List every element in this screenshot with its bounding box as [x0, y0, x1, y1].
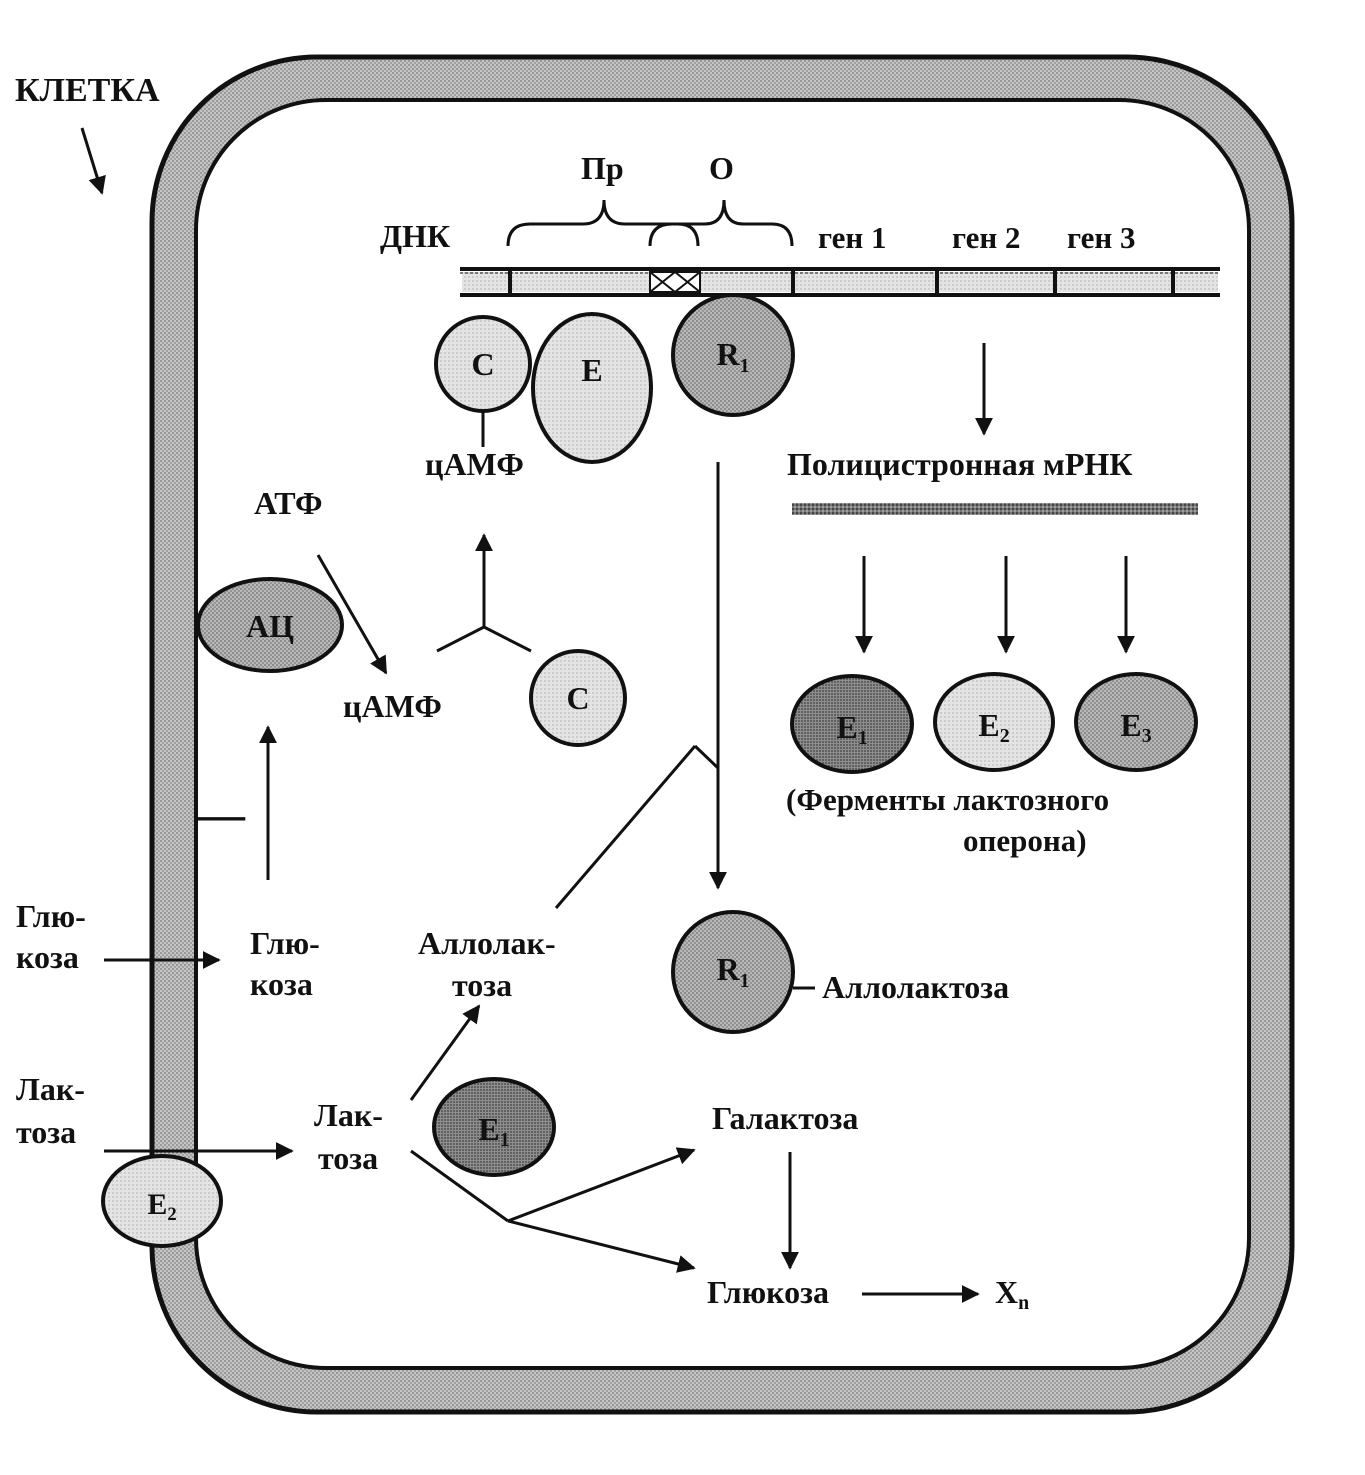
- operator-overlap-region: [649, 271, 701, 293]
- gene3-label: ген 3: [1067, 220, 1136, 255]
- svg-text:E1: E1: [478, 1111, 509, 1151]
- allolactose-to-junction: [554, 745, 697, 909]
- svg-text:С: С: [566, 680, 589, 716]
- atp-to-camp-arrow: [316, 554, 388, 675]
- atp-label: АТФ: [254, 485, 322, 521]
- hydrolysis-to-galactose-arrow: [507, 1147, 696, 1223]
- inhibition-sign: —: [196, 788, 246, 841]
- galactose-label: Галактоза: [712, 1100, 858, 1136]
- dna-label: ДНК: [380, 218, 450, 254]
- cap-protein-free: С: [529, 649, 627, 747]
- rna-polymerase: Е: [531, 312, 653, 464]
- glucose-inside-label-2: коза: [250, 966, 313, 1002]
- svg-text:E1: E1: [836, 709, 867, 749]
- cell-pointer-arrow: [80, 127, 106, 195]
- operator-label: О: [709, 150, 734, 186]
- camp-mid-label: цАМФ: [343, 688, 442, 724]
- lactose-outside-label-2: тоза: [16, 1114, 76, 1150]
- lactose-inside-label-2: тоза: [318, 1140, 378, 1176]
- enzyme-e3: E3: [1074, 672, 1198, 772]
- cell-membrane: [149, 54, 1295, 1415]
- enzyme-e1: E1: [790, 674, 914, 774]
- glucose-inside-label-1: Глю-: [250, 925, 320, 961]
- enzymes-caption-line2: оперона): [963, 823, 1087, 858]
- mrna-label: Полицистронная мРНК: [787, 446, 1132, 482]
- promoter-label: Пр: [581, 150, 624, 186]
- glucose-outside-label-2: коза: [16, 939, 79, 975]
- camp-top-label: цАМФ: [425, 446, 524, 482]
- lactose-to-allolactose-arrow: [409, 1004, 481, 1101]
- dna-strand: [460, 267, 1220, 297]
- hydrolysis-to-glucose-arrow: [507, 1219, 696, 1273]
- svg-text:Е: Е: [581, 352, 602, 388]
- svg-text:E2: E2: [978, 707, 1009, 747]
- adenylate-cyclase: АЦ: [196, 577, 344, 673]
- enzyme-e2: E2: [933, 672, 1055, 772]
- allolactose-label-2: тоза: [452, 967, 512, 1003]
- enzyme-e1-lower: E1: [432, 1077, 556, 1177]
- svg-text:С: С: [471, 346, 494, 382]
- svg-text:АЦ: АЦ: [246, 608, 294, 644]
- cap-protein-top: С: [434, 315, 532, 413]
- gene2-label: ген 2: [952, 220, 1021, 255]
- operator-brace: [648, 199, 794, 247]
- junction-to-repressor: [693, 744, 720, 770]
- svg-text:E3: E3: [1120, 707, 1151, 747]
- gene1-label: ген 1: [818, 220, 887, 255]
- svg-text:R1: R1: [716, 336, 749, 377]
- xn-label: Xn: [995, 1274, 1029, 1314]
- repressor-bound: R1: [671, 293, 795, 417]
- repressor-inactive: R1: [671, 910, 795, 1034]
- junction-left: [436, 625, 485, 653]
- allolactose-label-1: Аллолак-: [418, 925, 556, 961]
- mrna-strand: [792, 503, 1198, 515]
- allolactose-bound-label: Аллолактоза: [822, 969, 1009, 1005]
- cell-label: КЛЕТКА: [15, 72, 160, 109]
- lactose-to-hydrolysis: [410, 1149, 509, 1223]
- svg-text:R1: R1: [716, 951, 749, 992]
- permease-e2: E2: [101, 1154, 223, 1248]
- enzymes-caption-line1: (Ферменты лактозного: [786, 782, 1109, 817]
- lactose-inside-label-1: Лак-: [314, 1097, 383, 1133]
- junction-right: [483, 625, 532, 653]
- svg-text:E2: E2: [147, 1188, 176, 1225]
- glucose-outside-label-1: Глю-: [16, 898, 86, 934]
- lactose-outside-label-1: Лак-: [16, 1071, 85, 1107]
- glucose-product-label: Глюкоза: [707, 1274, 829, 1310]
